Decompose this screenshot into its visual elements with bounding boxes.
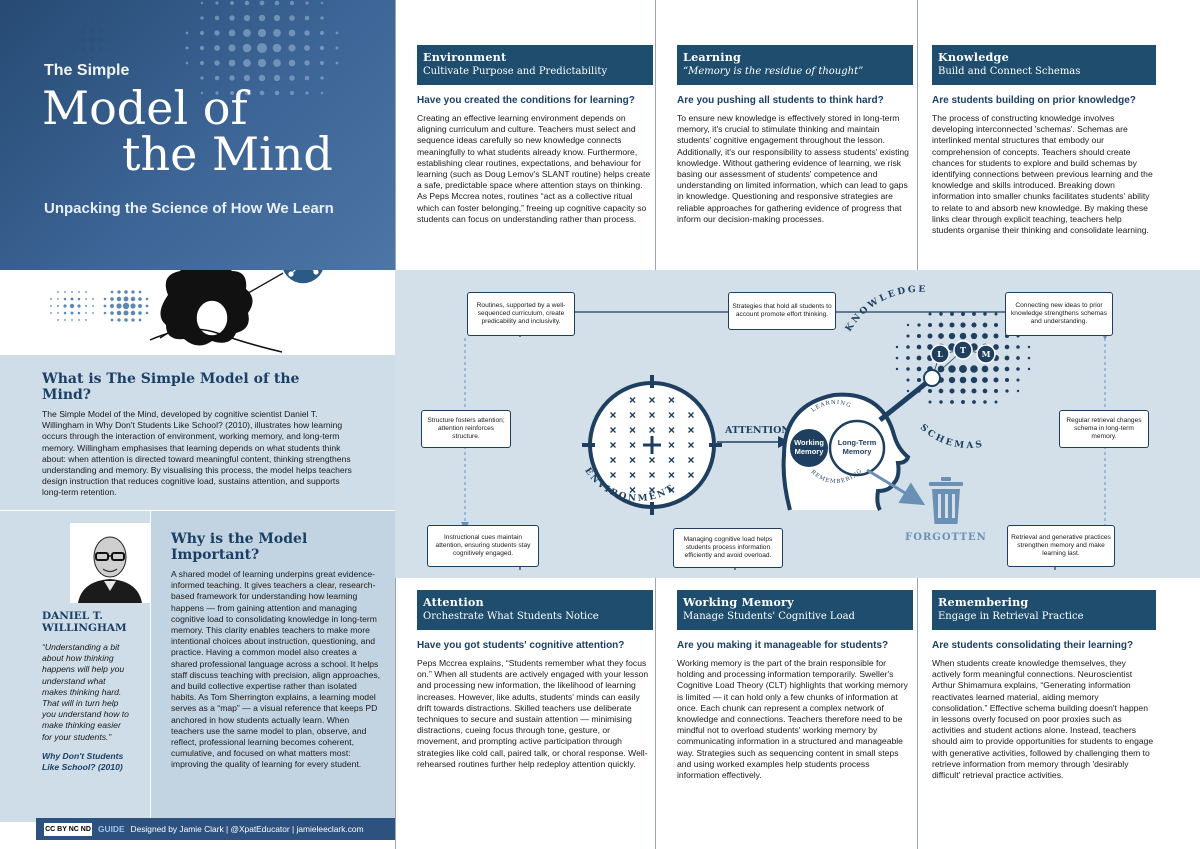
hero-panel: The Simple Model of the Mind Unpacking t… <box>0 0 395 270</box>
thinking-student-icon <box>50 239 326 353</box>
why-heading: Why is the Model Important? <box>171 531 308 563</box>
what-heading: What is The Simple Model of the Mind? <box>42 371 300 403</box>
callout-retrieval: Regular retrieval changes schema in long… <box>1059 410 1149 448</box>
section-attention: Attention Orchestrate What Students Noti… <box>417 590 653 770</box>
section-question: Are you making it manageable for student… <box>677 640 889 651</box>
section-header: Working Memory Manage Students' Cognitiv… <box>677 590 913 630</box>
section-header: Learning “Memory is the residue of thoug… <box>677 45 913 85</box>
forgotten-label: FORGOTTEN <box>905 532 987 543</box>
willingham-panel: DANIEL T. WILLINGHAM “Understanding a bi… <box>0 510 150 822</box>
section-knowledge: Knowledge Build and Connect Schemas Are … <box>932 45 1156 236</box>
credit-bar: CC BY NC ND GUIDE Designed by Jamie Clar… <box>36 818 395 840</box>
svg-text:L: L <box>937 349 943 359</box>
column-divider <box>917 0 918 270</box>
svg-text:M: M <box>982 349 991 359</box>
section-body: Creating an effective learning environme… <box>417 113 651 224</box>
section-header: Knowledge Build and Connect Schemas <box>932 45 1156 85</box>
schemas-arc-label: SCHEMAS <box>918 423 985 451</box>
section-header: Attention Orchestrate What Students Noti… <box>417 590 653 630</box>
column-divider <box>655 0 656 270</box>
section-body: When students create knowledge themselve… <box>932 658 1154 781</box>
section-remembering: Remembering Engage in Retrieval Practice… <box>932 590 1156 781</box>
section-body: Working memory is the part of the brain … <box>677 658 908 781</box>
knowledge-arc-label: KNOWLEDGE <box>844 285 928 334</box>
credit-text: Designed by Jamie Clark | @XpatEducator … <box>130 824 364 834</box>
knowledge-link-line <box>878 378 932 422</box>
section-question: Are students building on prior knowledge… <box>932 95 1136 106</box>
long-term-memory-node <box>828 419 886 477</box>
guide-label: GUIDE <box>98 824 125 834</box>
knowledge-network-icon: L T M <box>895 312 1031 404</box>
attention-label: ATTENTION <box>724 425 790 436</box>
svg-text:T: T <box>960 345 966 355</box>
creative-commons-badge-icon: CC BY NC ND <box>44 822 92 836</box>
section-body: The process of constructing knowledge in… <box>932 113 1153 236</box>
callout-routines: Routines, supported by a well-sequenced … <box>467 292 575 336</box>
person-name: DANIEL T. WILLINGHAM <box>42 610 127 634</box>
section-learning: Learning “Memory is the residue of thoug… <box>677 45 913 225</box>
book-reference: Why Don't Students Like School? (2010) <box>42 750 124 773</box>
section-question: Are you pushing all students to think ha… <box>677 95 884 106</box>
callout-cues: Instructional cues maintain attention, e… <box>427 525 539 567</box>
thinking-figure-illustration <box>0 239 395 355</box>
willingham-portrait-avatar <box>70 523 150 603</box>
what-is-model-panel: What is The Simple Model of the Mind? Th… <box>0 355 395 510</box>
person-quote: “Understanding a bit about how thinking … <box>42 642 129 742</box>
callout-strategies: Strategies that hold all students to acc… <box>728 292 836 330</box>
dot-pattern-icon <box>72 0 339 96</box>
callout-load: Managing cognitive load helps students p… <box>673 528 783 568</box>
hero-kicker: The Simple <box>44 62 130 79</box>
section-body: Peps Mccrea explains, “Students remember… <box>417 658 649 769</box>
section-working-memory: Working Memory Manage Students' Cognitiv… <box>677 590 913 781</box>
section-question: Have you got students' cognitive attenti… <box>417 640 625 651</box>
callout-structure: Structure fosters attention; attention r… <box>421 410 511 448</box>
section-header: Environment Cultivate Purpose and Predic… <box>417 45 653 85</box>
forgotten-arrow-icon <box>866 468 926 506</box>
callout-generative: Retrieval and generative practices stren… <box>1007 525 1115 567</box>
why-important-panel: Why is the Model Important? A shared mod… <box>150 510 395 822</box>
section-question: Are students consolidating their learnin… <box>932 640 1134 651</box>
callout-connecting: Connecting new ideas to prior knowledge … <box>1005 292 1113 336</box>
hero-title-line2: the Mind <box>122 127 333 181</box>
section-environment: Environment Cultivate Purpose and Predic… <box>417 45 653 225</box>
environment-target-icon <box>582 375 722 515</box>
what-body: The Simple Model of the Mind, developed … <box>42 409 352 498</box>
column-divider <box>917 578 918 849</box>
section-body: To ensure new knowledge is effectively s… <box>677 113 909 224</box>
why-body: A shared model of learning underpins gre… <box>171 569 381 770</box>
section-header: Remembering Engage in Retrieval Practice <box>932 590 1156 630</box>
section-question: Have you created the conditions for lear… <box>417 95 635 106</box>
hero-title-line1: Model of <box>42 81 248 135</box>
hero-subtitle: Unpacking the Science of How We Learn <box>44 200 334 217</box>
trash-bin-icon <box>929 477 963 524</box>
column-divider <box>655 578 656 849</box>
